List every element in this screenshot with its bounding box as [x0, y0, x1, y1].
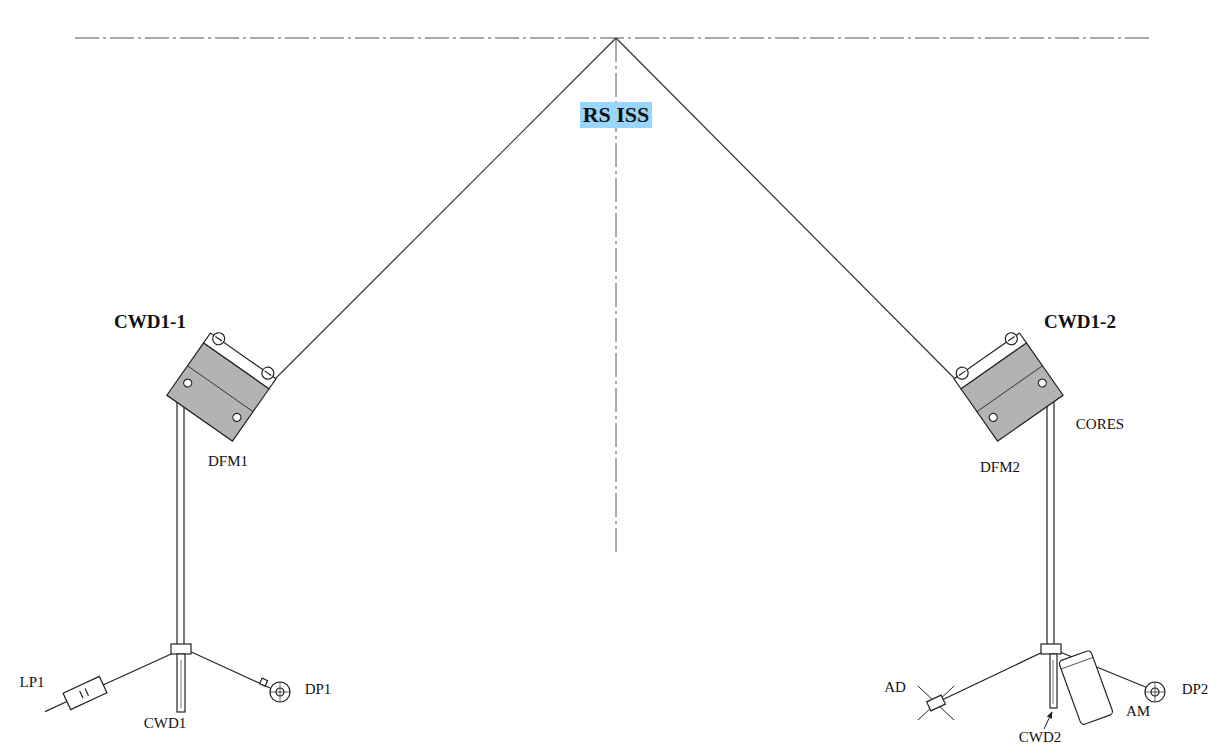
part-label: DP2 [1181, 681, 1210, 698]
label-holder: DFM1 [207, 453, 249, 470]
label-holder: CWD1-1 [113, 311, 187, 333]
tripod-leg [187, 650, 270, 688]
label-holder: CWD2 [1018, 729, 1063, 746]
station-label: RS ISS [580, 102, 653, 128]
station-fill [106, 38, 1126, 548]
rod [1047, 395, 1054, 647]
dp1-probe [260, 678, 290, 702]
axis-line [75, 38, 1150, 39]
label-holder: CORES [1075, 416, 1125, 433]
cwd1-probe [177, 654, 185, 712]
station-outline: RS ISS [106, 38, 1126, 548]
right-assembly [918, 328, 1165, 729]
sight-line [616, 38, 968, 392]
label-holder: DFM2 [979, 459, 1021, 476]
tripod-hub [171, 644, 191, 654]
cwd-box [951, 328, 1064, 441]
lp1-probe [41, 676, 107, 719]
cwd-box [167, 328, 280, 441]
part-label: CWD1-1 [113, 311, 187, 333]
cwd2-probe [1050, 654, 1057, 708]
am-unit [1058, 650, 1113, 726]
label-holder: LP1 [18, 674, 45, 691]
part-label: CWD2 [1018, 729, 1063, 746]
label-holder: CWD1 [143, 715, 188, 732]
part-label: CWD1-2 [1043, 311, 1117, 333]
tripod-leg [70, 650, 180, 700]
part-label: DP1 [304, 681, 333, 698]
part-label: LP1 [18, 674, 45, 691]
rod [177, 395, 184, 647]
part-label: AM [1125, 703, 1151, 720]
sight-line [262, 38, 616, 392]
label-holder: DP1 [304, 681, 333, 698]
part-label: DFM2 [979, 459, 1021, 476]
label-holder: CWD1-2 [1043, 311, 1117, 333]
part-label: AD [883, 679, 907, 696]
label-holder: AD [883, 679, 907, 696]
part-label: CORES [1075, 416, 1125, 433]
dp2-probe [1145, 682, 1165, 702]
leader-line [1044, 712, 1052, 729]
tripod-leg [942, 650, 1047, 700]
part-label: CWD1 [143, 715, 188, 732]
part-label: DFM1 [207, 453, 249, 470]
left-assembly [41, 328, 290, 720]
tripod-hub [1041, 644, 1061, 654]
label-holder: AM [1125, 703, 1151, 720]
label-holder: DP2 [1181, 681, 1210, 698]
ad-sensor [918, 686, 954, 720]
